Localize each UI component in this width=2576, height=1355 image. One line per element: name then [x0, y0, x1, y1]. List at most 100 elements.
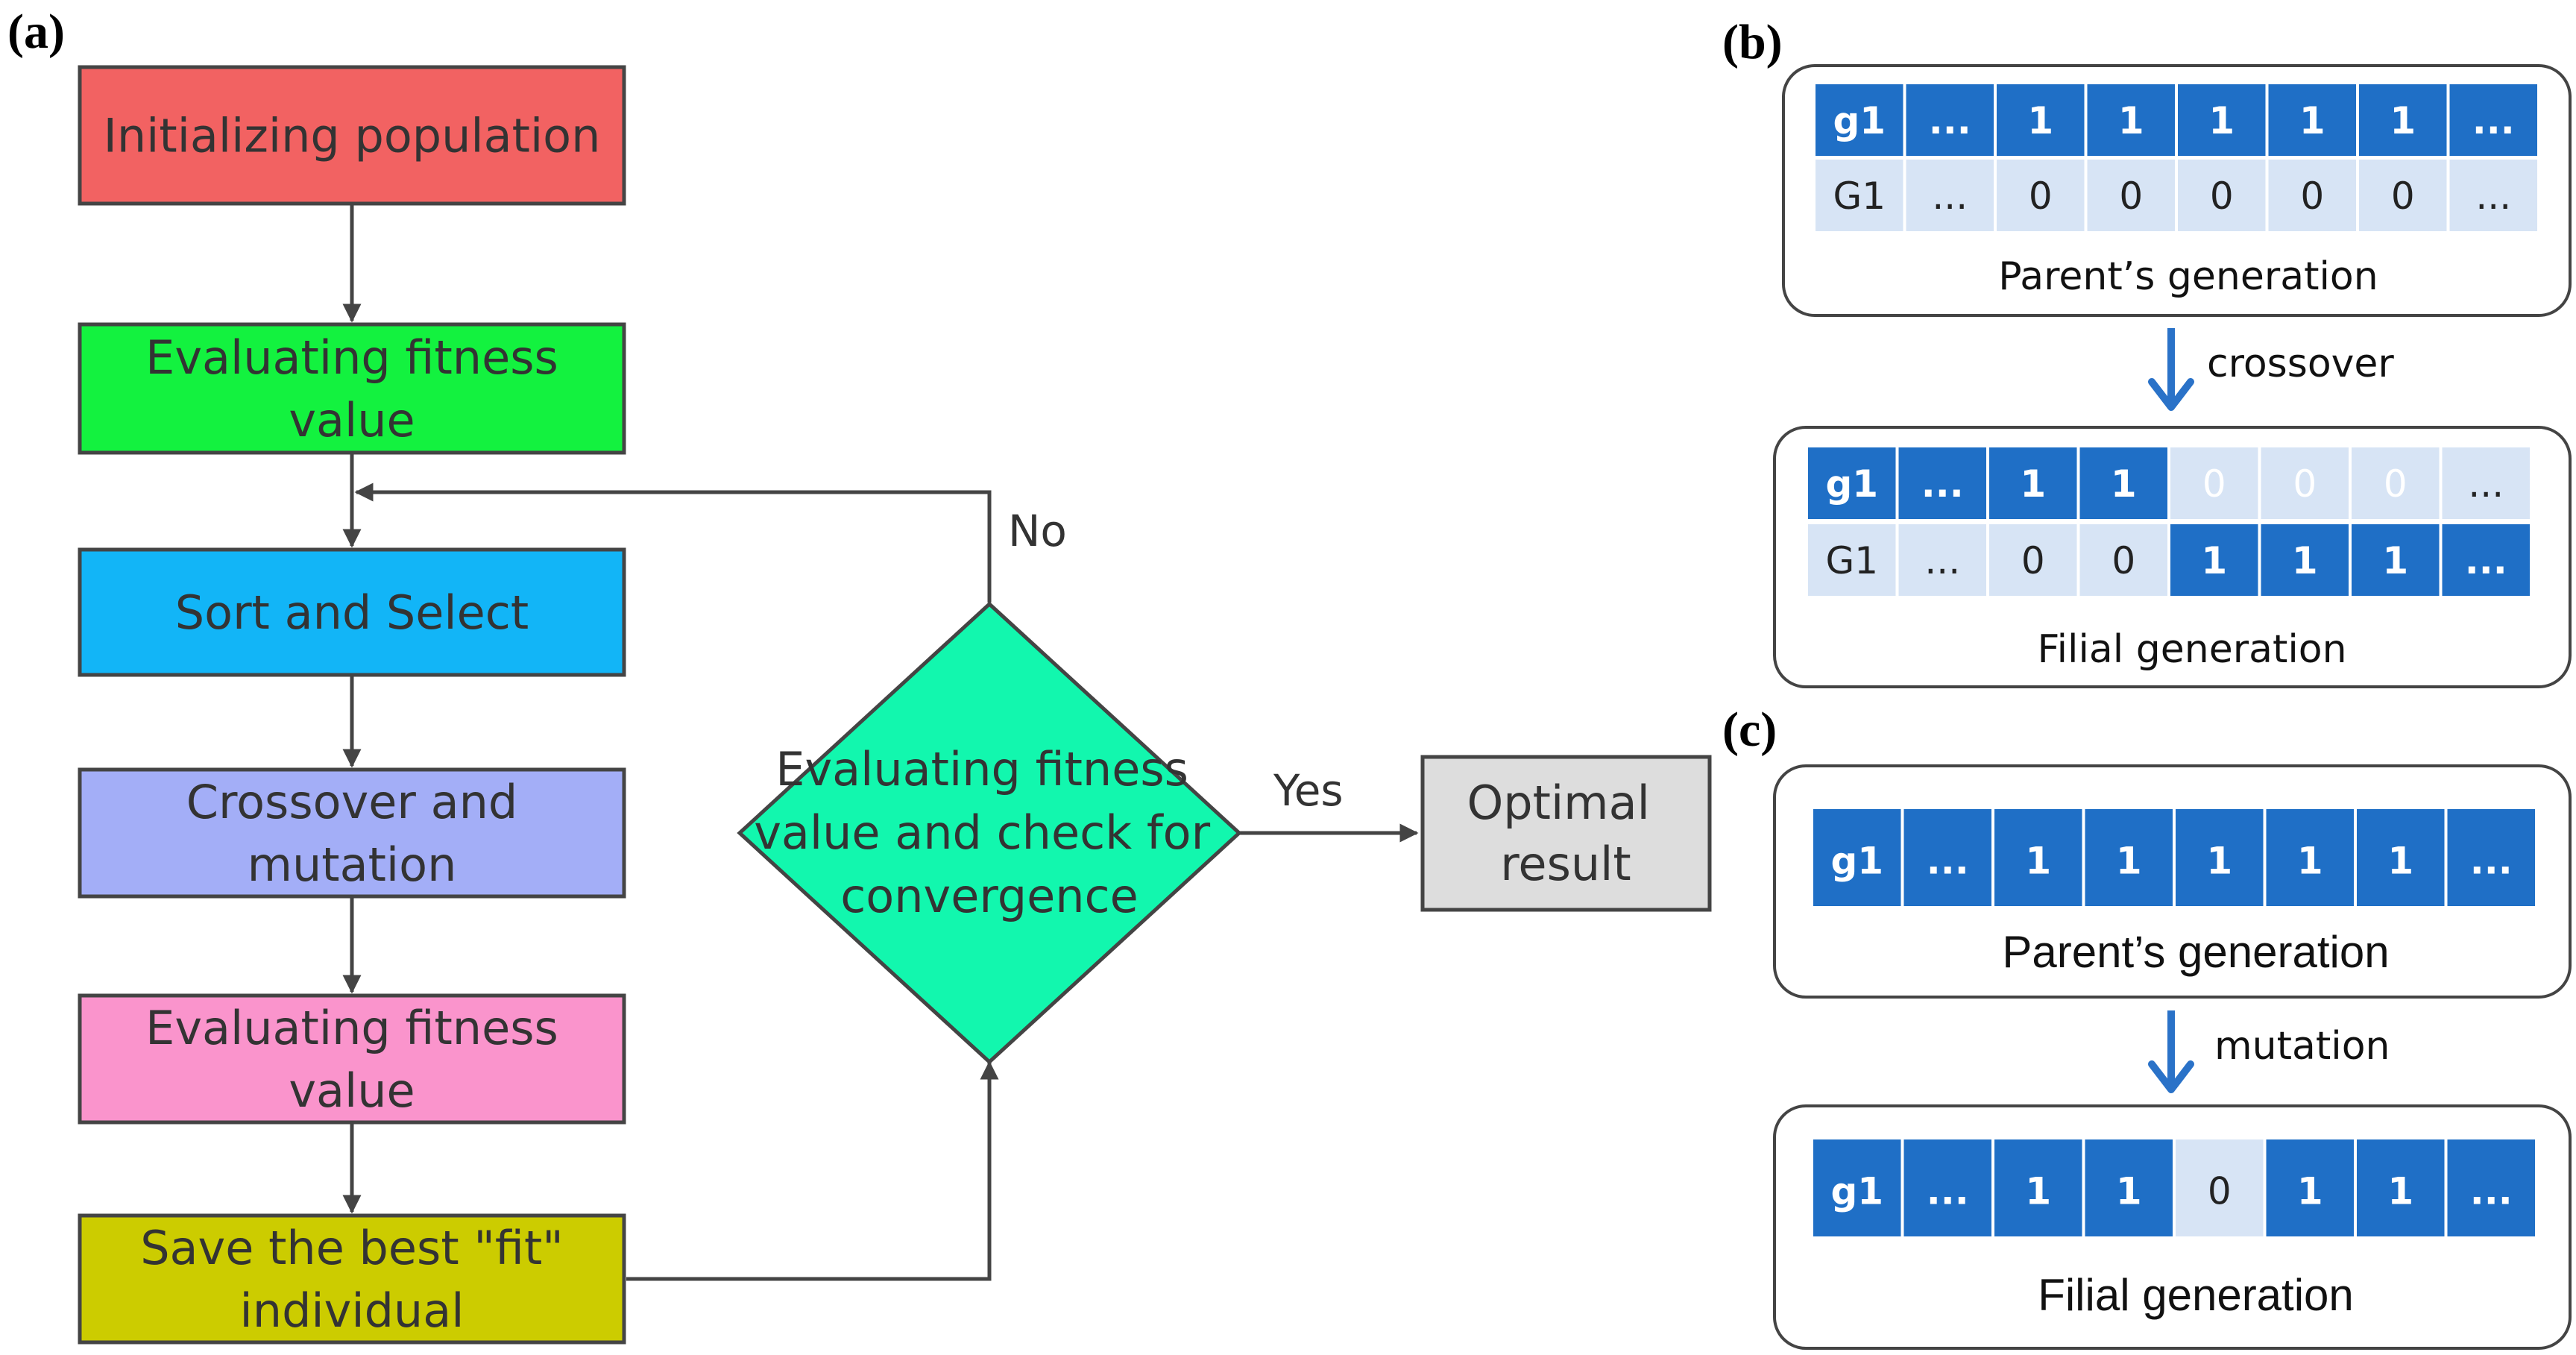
gene-value: 0	[2391, 175, 2415, 218]
gene-cell	[1994, 1139, 2082, 1236]
gene-cell	[2261, 447, 2349, 519]
panel-a-label: (a)	[7, 4, 65, 59]
gene-value: g1	[1830, 1170, 1883, 1213]
gene-value: ...	[1929, 99, 1971, 142]
crossover-and-mutation-box	[78, 767, 626, 899]
evaluating-fitness-1-text: value	[289, 393, 415, 447]
no-label: No	[1008, 506, 1067, 556]
gene-cell	[2085, 1139, 2173, 1236]
gene-value: 1	[2387, 1170, 2413, 1213]
crossover-and-mutation-text: mutation	[248, 837, 457, 892]
panel-c-label: (c)	[1722, 702, 1777, 757]
gene-value: 1	[2020, 462, 2046, 506]
evaluating-fitness-2-box	[78, 993, 626, 1125]
gene-value: ...	[2475, 175, 2511, 218]
gene-value: ...	[2465, 539, 2507, 582]
sort-and-select-step: Sort and Select	[78, 547, 626, 677]
decision-diamond	[737, 601, 1242, 1065]
gene-cell	[1989, 524, 2077, 596]
mutation-parent-caption: Parent’s generation	[2002, 927, 2389, 977]
gene-cell	[2170, 524, 2258, 596]
gene-cell	[2079, 447, 2167, 519]
crossover-label: crossover	[2207, 342, 2394, 386]
initializing-population-step: Initializing population	[78, 65, 626, 206]
gene-cell	[1906, 160, 1994, 231]
gene-value: ...	[1927, 1170, 1969, 1213]
gene-value: g1	[1825, 462, 1878, 506]
crossover-filial-caption: Filial generation	[2037, 627, 2346, 672]
gene-value: 0	[2029, 175, 2053, 218]
gene-cell	[1906, 84, 1994, 156]
mutation-filial-caption: Filial generation	[2038, 1270, 2354, 1320]
gene-value: 1	[2027, 99, 2053, 142]
flow-connectors	[342, 205, 1419, 1281]
gene-value: ...	[2468, 462, 2504, 506]
gene-value: ...	[1921, 462, 1964, 506]
gene-value: g1	[1833, 99, 1886, 142]
yes-label: Yes	[1273, 765, 1344, 816]
arrow-save-to-decision	[626, 1060, 999, 1281]
gene-value: ...	[2470, 840, 2513, 883]
gene-cell	[2447, 809, 2535, 906]
gene-value: 1	[2116, 840, 2142, 883]
gene-cell	[1994, 809, 2082, 906]
gene-value: 1	[2111, 462, 2137, 506]
gene-value: 0	[2210, 175, 2234, 218]
gene-cell	[1997, 84, 2085, 156]
gene-value: 0	[2293, 462, 2317, 506]
gene-cell	[1989, 447, 2077, 519]
optimal-result-box	[1420, 755, 1712, 912]
crossover-arrow-icon	[2148, 328, 2194, 411]
sort-and-select-text: Sort and Select	[175, 585, 529, 640]
gene-value: 0	[2208, 1170, 2232, 1213]
gene-value: G1	[1825, 539, 1878, 582]
gene-cell	[2087, 160, 2175, 231]
gene-cell	[1816, 160, 1903, 231]
save-best-individual-box	[78, 1213, 626, 1345]
gene-value: 0	[2111, 539, 2135, 582]
gene-value: 1	[2206, 840, 2232, 883]
initializing-population-box	[78, 65, 626, 206]
gene-value: ...	[1927, 840, 1969, 883]
gene-value: 0	[2021, 539, 2045, 582]
gene-cell	[2178, 84, 2266, 156]
gene-value: 1	[2292, 539, 2318, 582]
gene-value: 0	[2384, 462, 2407, 506]
arrow-no-loop	[354, 482, 992, 603]
gene-cell	[2442, 524, 2530, 596]
crossover-and-mutation-step: Crossover and mutation	[78, 767, 626, 899]
gene-value: 0	[2202, 462, 2226, 506]
gene-cell	[2352, 524, 2440, 596]
evaluating-fitness-2-text: value	[289, 1063, 415, 1118]
gene-value: 1	[2387, 840, 2413, 883]
gene-cell	[2176, 809, 2264, 906]
optimal-result-text: Optimal result	[1467, 776, 1664, 891]
gene-cell	[1997, 160, 2085, 231]
gene-cell	[2357, 1139, 2445, 1236]
gene-value: ...	[1924, 539, 1960, 582]
evaluating-fitness-2-text: Evaluating fitness	[145, 1001, 558, 1055]
sort-and-select-box	[78, 547, 626, 677]
gene-cell	[2352, 447, 2440, 519]
mutation-arrow-icon	[2148, 1010, 2194, 1093]
evaluating-fitness-1-box	[78, 322, 626, 455]
gene-cell	[2085, 809, 2173, 906]
gene-value: 0	[2119, 175, 2143, 218]
gene-value: 1	[2297, 1170, 2323, 1213]
gene-cell	[1813, 809, 1901, 906]
crossover-and-mutation-text: Crossover and	[186, 775, 518, 829]
gene-value: 1	[2201, 539, 2227, 582]
gene-value: G1	[1833, 175, 1886, 218]
gene-value: 1	[2299, 99, 2325, 142]
gene-value: 1	[2116, 1170, 2142, 1213]
gene-cell	[2357, 809, 2445, 906]
gene-cell	[2359, 160, 2447, 231]
gene-cell	[2087, 84, 2175, 156]
gene-value: 1	[2118, 99, 2144, 142]
mutation-label: mutation	[2214, 1024, 2390, 1069]
